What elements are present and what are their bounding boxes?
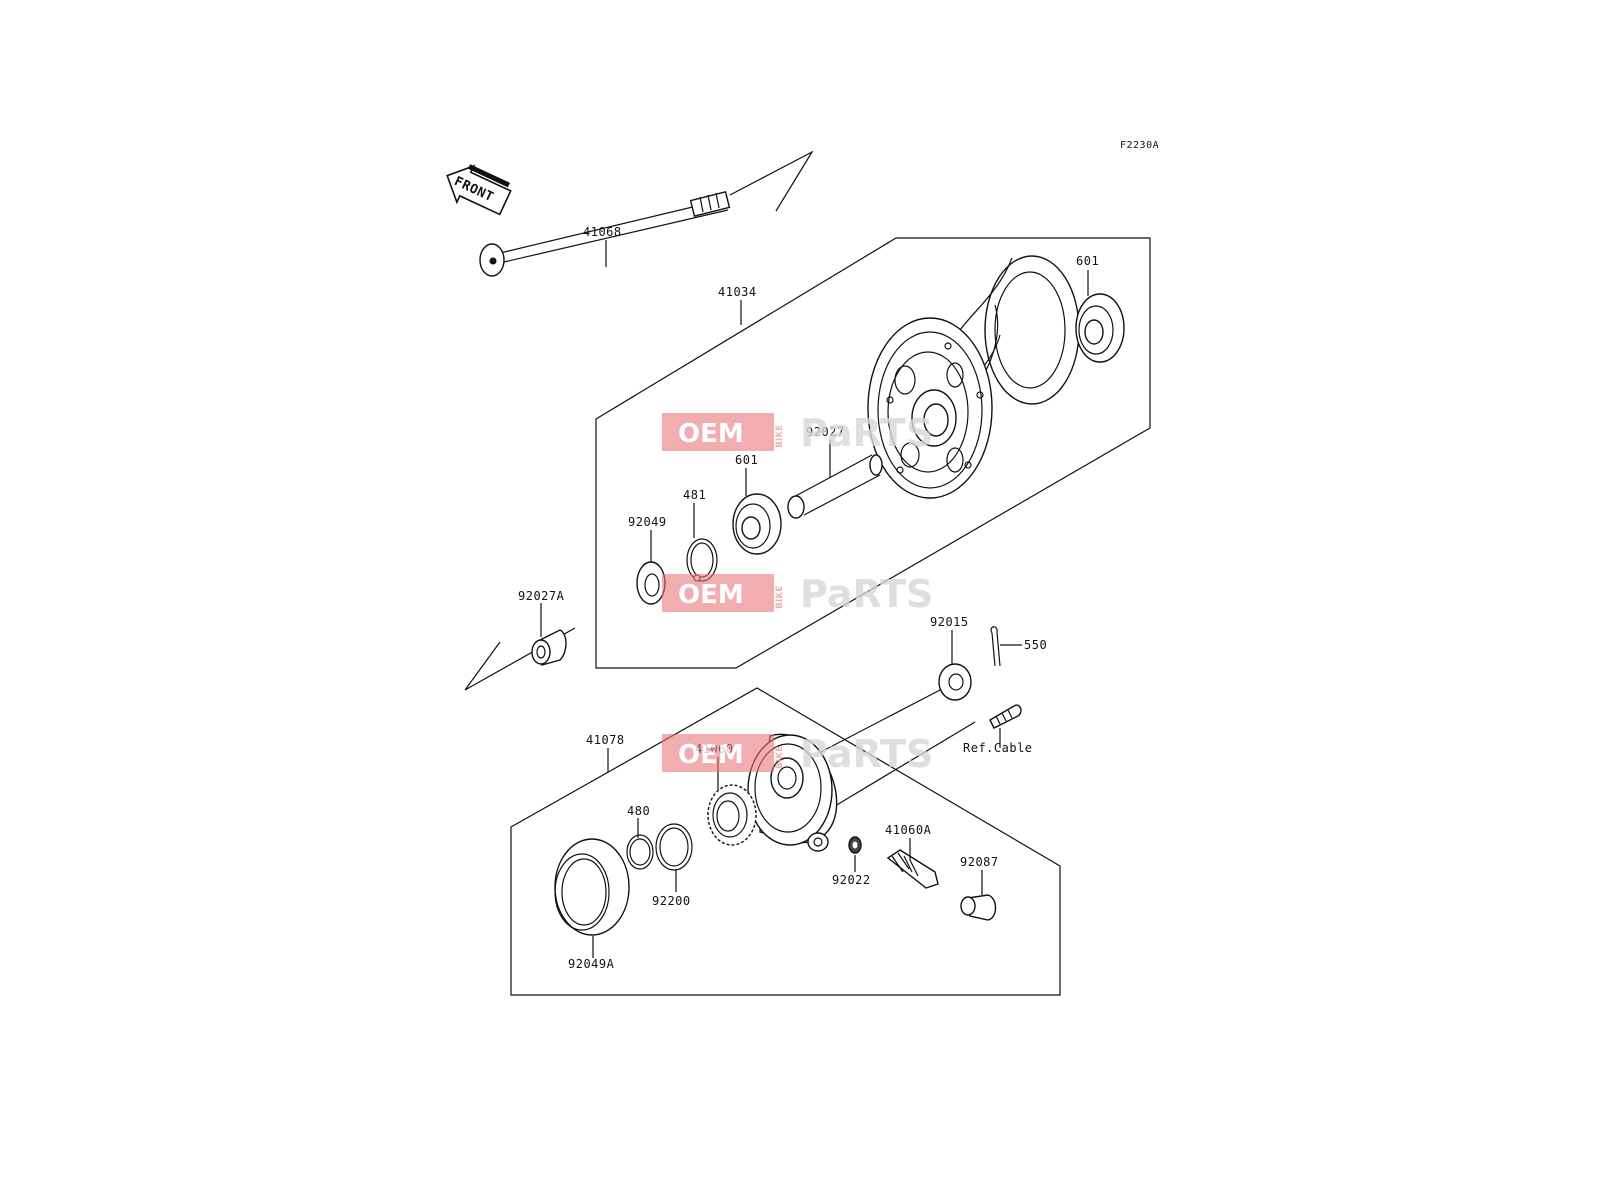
label-92200: 92200	[652, 894, 691, 908]
svg-text:BIKE: BIKE	[775, 425, 785, 448]
front-arrow-icon: FRONT	[446, 164, 512, 216]
label-481: 481	[683, 488, 706, 502]
svg-text:OEM: OEM	[678, 580, 744, 610]
hub-spacer	[787, 454, 883, 519]
label-92022: 92022	[832, 873, 871, 887]
gear-drive-41060	[707, 784, 757, 846]
label-92049A: 92049A	[568, 957, 615, 971]
oil-seal-92049	[636, 561, 666, 605]
label-41078: 41078	[586, 733, 625, 747]
label-ref-cable: Ref.Cable	[963, 741, 1033, 755]
label-41034: 41034	[718, 285, 757, 299]
svg-text:PaRTS: PaRTS	[800, 732, 933, 776]
watermark-logo-3: OEM BIKE PaRTS	[662, 732, 933, 776]
axle-guide-line-top	[729, 150, 814, 212]
wheel-hub	[867, 255, 1080, 499]
label-92027A: 92027A	[518, 589, 565, 603]
label-92087: 92087	[960, 855, 999, 869]
meter-gear-assembly-outline	[510, 687, 1061, 996]
svg-text:OEM: OEM	[678, 419, 744, 449]
cable-screw	[989, 704, 1022, 729]
svg-text:OEM: OEM	[678, 740, 744, 770]
cotter-pin-550	[990, 626, 1001, 667]
label-41068: 41068	[583, 225, 622, 239]
watermark-logo-1: OEM BIKE PaRTS	[662, 411, 933, 455]
washer-92022	[848, 836, 862, 854]
washer-92200	[655, 823, 693, 871]
label-601-right: 601	[1076, 254, 1099, 268]
label-550: 550	[1024, 638, 1047, 652]
collar-92027A	[531, 629, 567, 666]
axis-line-screw	[834, 721, 976, 807]
bearing-left	[732, 493, 782, 555]
axis-line-nut	[814, 689, 941, 756]
diagram-code: F2230A	[1120, 140, 1159, 151]
bearing-right	[1075, 293, 1125, 363]
circlip-480	[626, 834, 654, 870]
front-axle	[479, 191, 731, 277]
bushing-92087	[960, 894, 997, 921]
svg-text:PaRTS: PaRTS	[800, 572, 933, 616]
watermark-logo-2: OEM BIKE PaRTS	[662, 572, 933, 616]
svg-text:PaRTS: PaRTS	[800, 411, 933, 455]
label-41060A: 41060A	[885, 823, 932, 837]
label-92027: 92027	[806, 425, 845, 439]
svg-text:BIKE: BIKE	[775, 746, 785, 769]
pinion-41060A	[886, 849, 939, 889]
label-92015: 92015	[930, 615, 969, 629]
label-92049: 92049	[628, 515, 667, 529]
hub-assembly-outline	[595, 237, 1151, 669]
svg-text:BIKE: BIKE	[775, 586, 785, 609]
axle-nut-92015	[938, 663, 972, 701]
oil-seal-92049A	[554, 838, 630, 936]
label-480: 480	[627, 804, 650, 818]
label-601-left: 601	[735, 453, 758, 467]
